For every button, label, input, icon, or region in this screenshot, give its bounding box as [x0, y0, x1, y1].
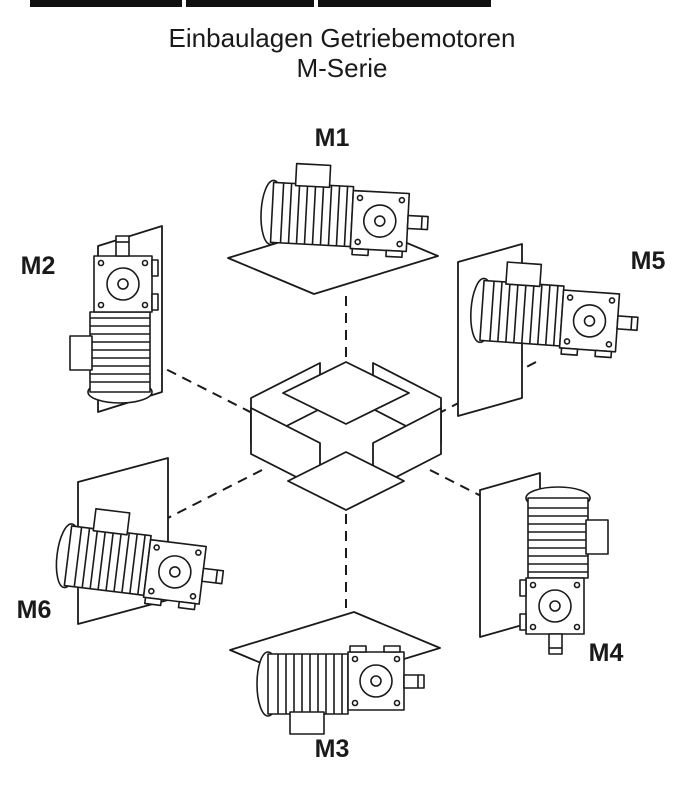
position-m3	[229, 611, 441, 735]
cube-bottom-plate	[287, 451, 405, 511]
label-m5: M5	[631, 247, 666, 275]
gear-motor-m3	[256, 645, 425, 735]
label-m4: M4	[589, 639, 624, 667]
position-m4	[479, 472, 609, 655]
dashed-line-m6	[157, 469, 263, 524]
gear-motor-m4	[519, 486, 609, 655]
figure-title-line1: Einbaulagen Getriebemotoren	[169, 23, 516, 53]
figure-title-line2: M-Serie	[296, 53, 387, 83]
cropped-text-bar	[30, 0, 491, 7]
label-m2: M2	[21, 252, 56, 280]
cube-top-plate	[282, 361, 410, 425]
reference-cube	[250, 361, 442, 511]
label-m1: M1	[315, 124, 350, 152]
position-m6	[51, 457, 230, 625]
position-m2	[69, 225, 163, 413]
position-m5	[457, 243, 642, 417]
gear-motor-m2	[69, 235, 159, 404]
label-m3: M3	[315, 735, 350, 763]
dashed-line-m2	[151, 361, 263, 419]
position-m1	[227, 161, 439, 295]
label-m6: M6	[17, 596, 52, 624]
